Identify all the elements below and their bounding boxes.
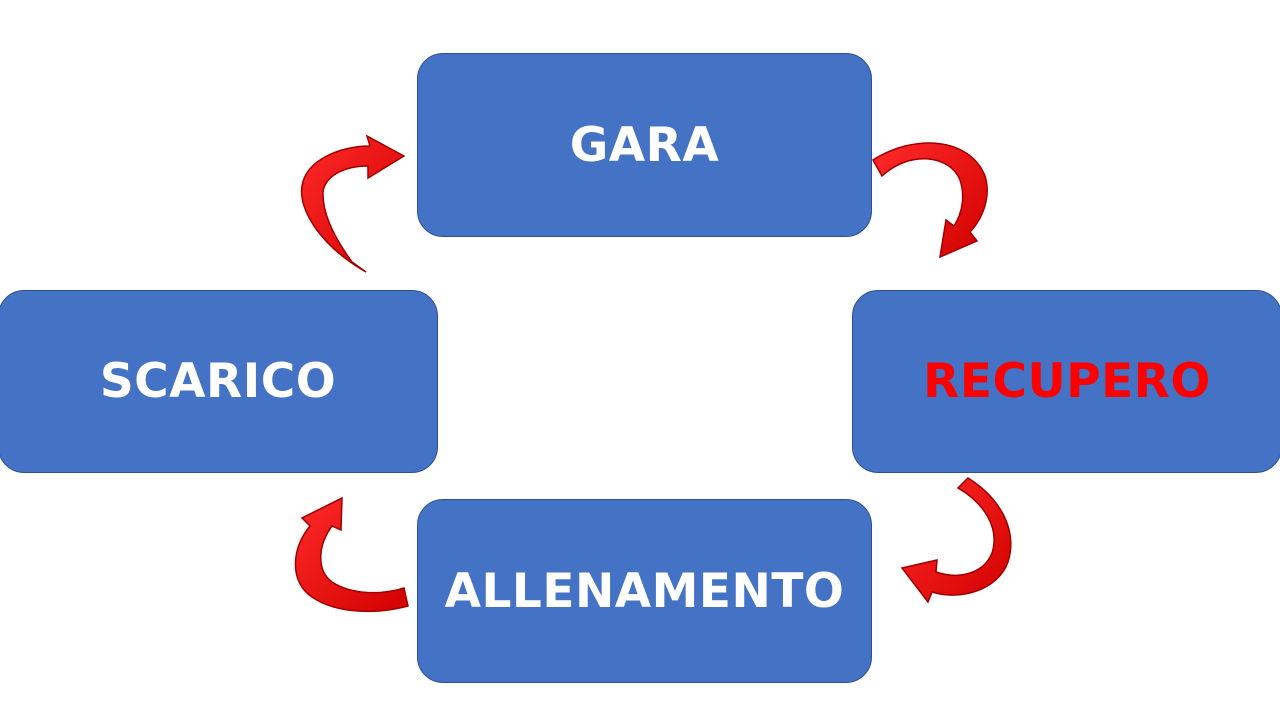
node-scarico: SCARICO [0, 290, 438, 473]
node-gara: GARA [417, 53, 872, 237]
node-gara-label: GARA [569, 117, 720, 173]
arrow-scarico-to-gara [300, 134, 406, 273]
arrow-gara-to-recupero [871, 142, 988, 259]
node-allenamento: ALLENAMENTO [417, 499, 872, 683]
arrow-allenamento-to-scarico [294, 496, 409, 613]
node-allenamento-label: ALLENAMENTO [444, 563, 845, 619]
node-scarico-label: SCARICO [99, 354, 337, 409]
arrow-recupero-to-allenamento [900, 477, 1012, 604]
node-recupero: RECUPERO [852, 290, 1280, 473]
node-recupero-label: RECUPERO [923, 354, 1211, 409]
